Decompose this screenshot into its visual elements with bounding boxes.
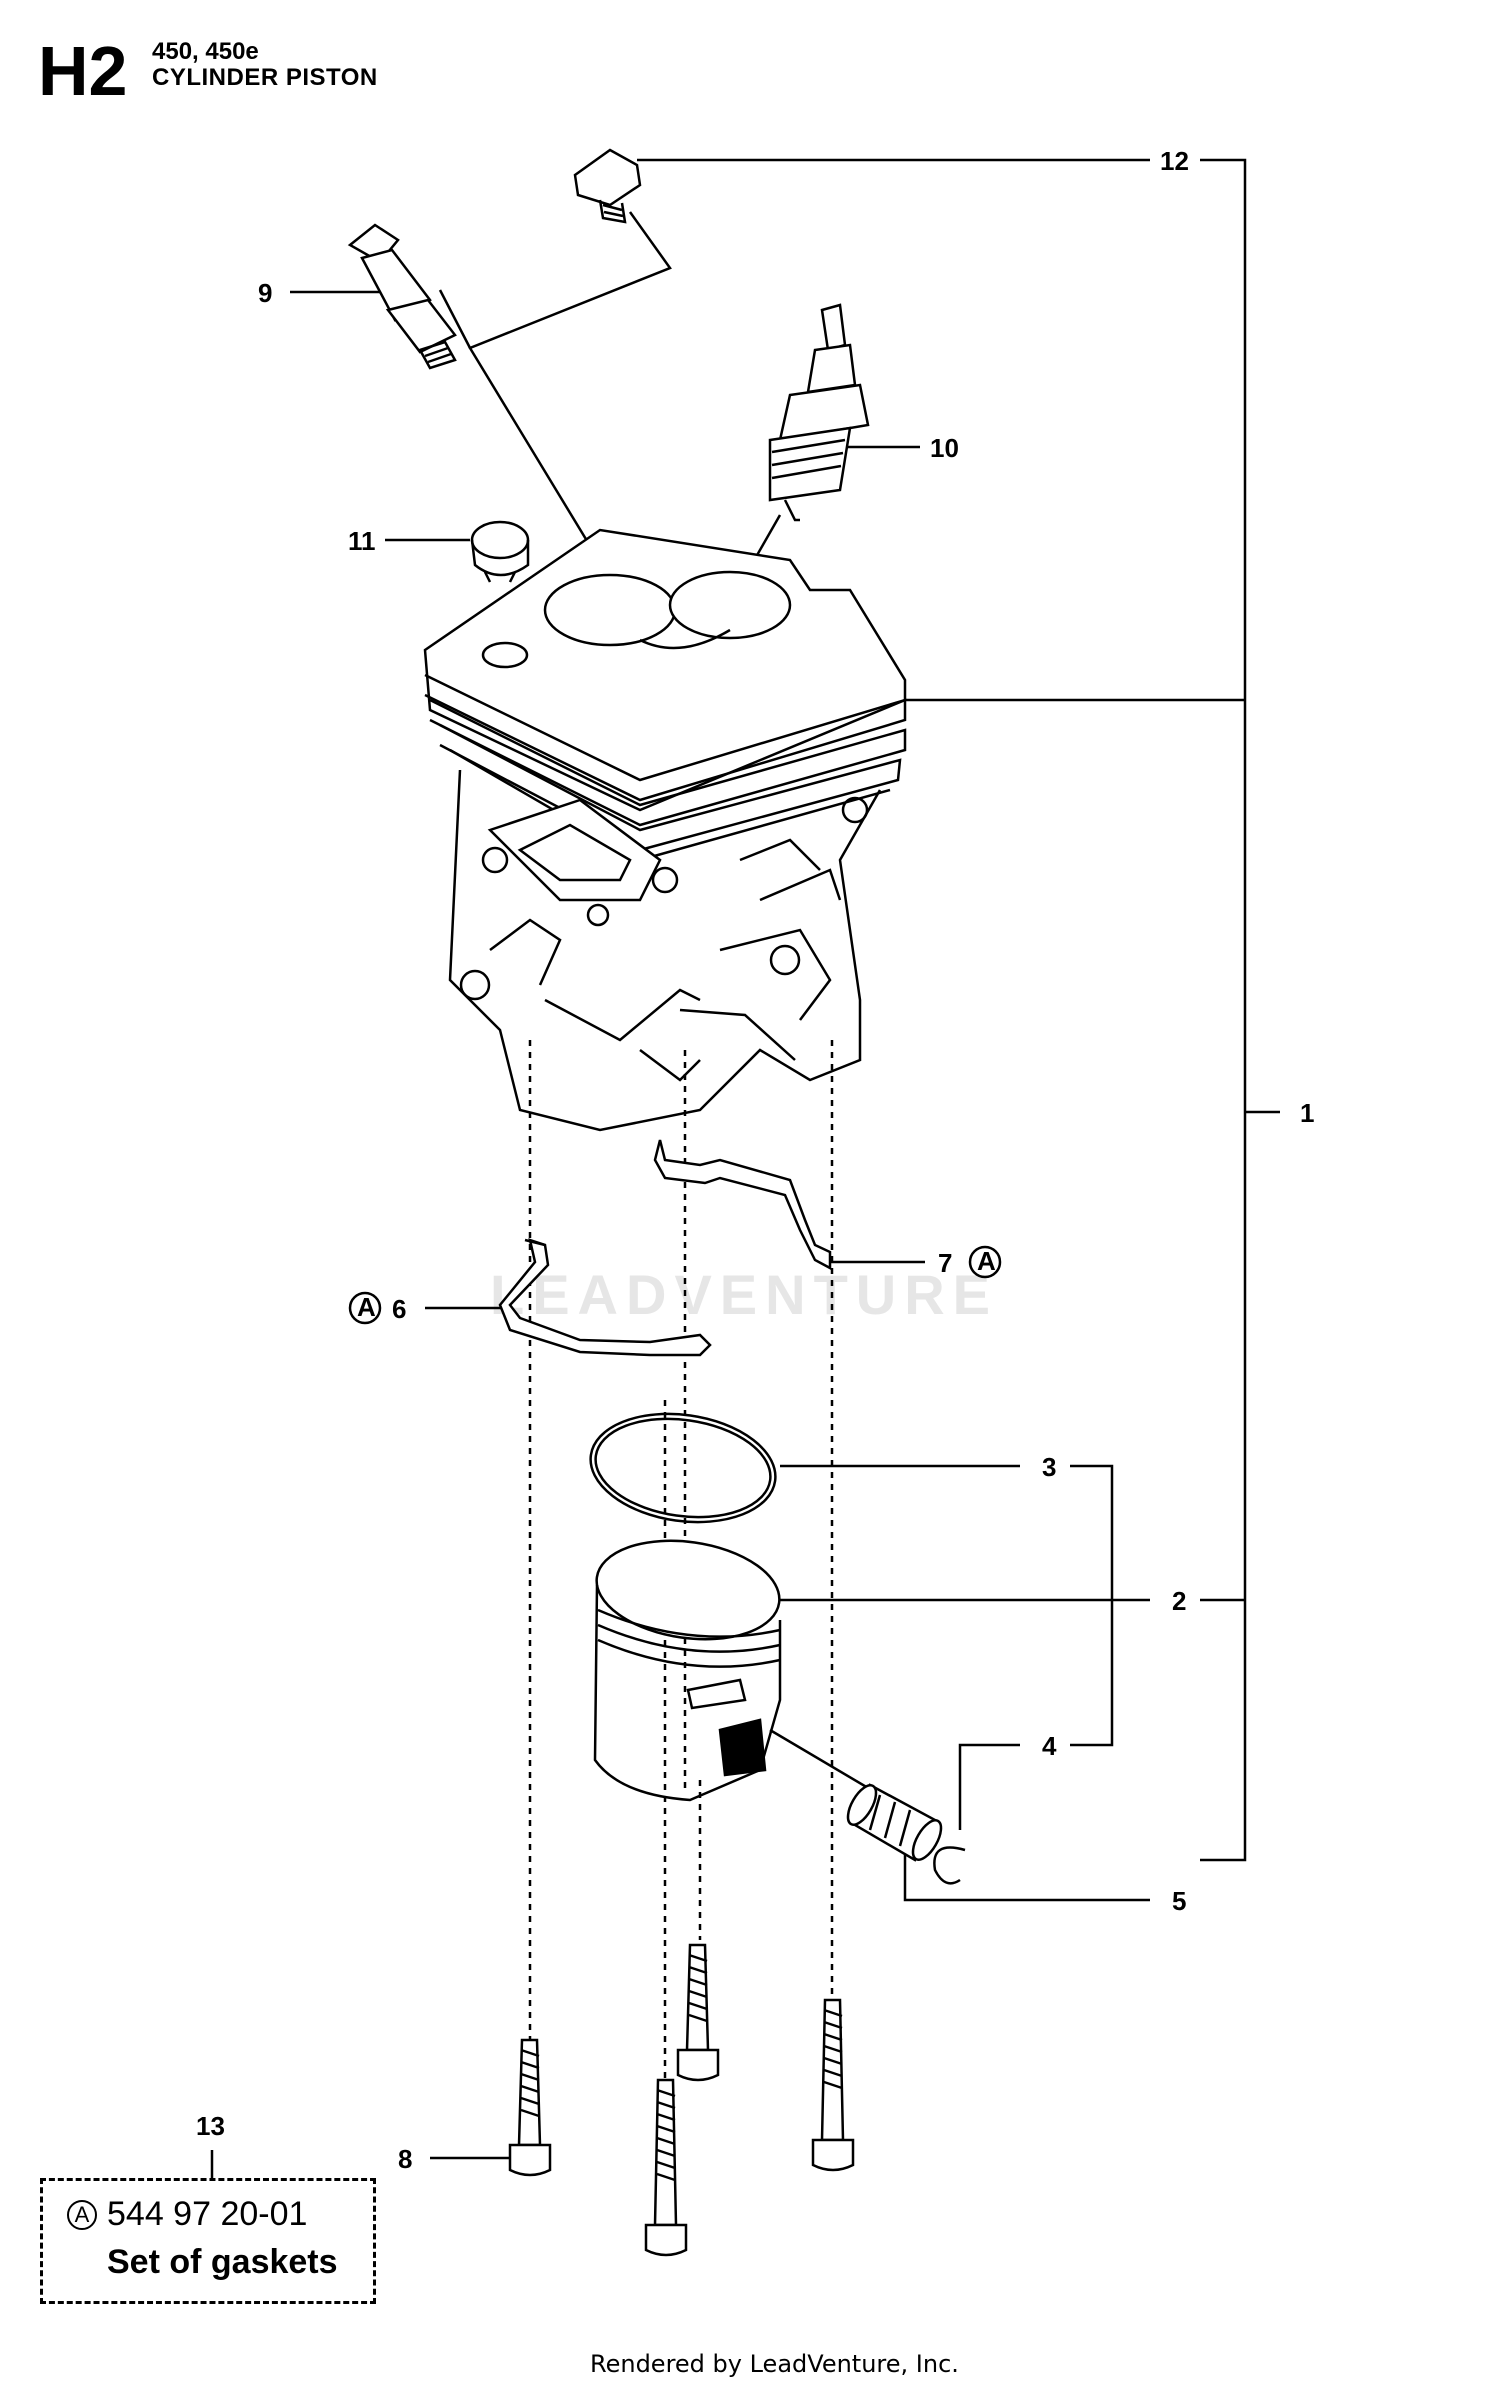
section-code: H2 bbox=[38, 32, 128, 110]
screws-part-8 bbox=[508, 1943, 855, 2257]
callout-7: 7 bbox=[938, 1248, 952, 1278]
diagram-title: CYLINDER PISTON bbox=[152, 64, 378, 91]
callout-10: 10 bbox=[930, 433, 959, 463]
model-numbers: 450, 450e bbox=[152, 38, 259, 65]
screw-1 bbox=[508, 2038, 552, 2177]
callout-4: 4 bbox=[1042, 1731, 1057, 1761]
decompression-valve-part-9 bbox=[347, 223, 457, 370]
footer-credit: Rendered by LeadVenture, Inc. bbox=[590, 2350, 959, 2378]
needle-bearing-part-5 bbox=[846, 1783, 943, 1862]
screw-3 bbox=[811, 1998, 855, 2172]
callout-8: 8 bbox=[398, 2144, 412, 2174]
callout-12: 12 bbox=[1160, 146, 1189, 176]
kit-marker-7: A bbox=[977, 1246, 996, 1276]
callout-13: 13 bbox=[196, 2111, 225, 2141]
plug-part-12 bbox=[573, 148, 642, 224]
spark-plug-part-10 bbox=[768, 303, 870, 522]
kit-part-number: 544 97 20-01 bbox=[107, 2195, 308, 2233]
gasket-kit-box: A 544 97 20-01 Set of gaskets bbox=[40, 2178, 376, 2304]
kit-part-number-row: A 544 97 20-01 bbox=[67, 2195, 307, 2234]
kit-marker-circle-6 bbox=[348, 1291, 382, 1325]
callout-9: 9 bbox=[258, 278, 272, 308]
watermark: LEADVENTURE bbox=[490, 1263, 999, 1326]
callout-11: 11 bbox=[348, 526, 376, 556]
kit-label: Set of gaskets bbox=[107, 2243, 338, 2281]
piston-ring-part-3 bbox=[589, 1412, 777, 1524]
cap-part-11 bbox=[470, 520, 530, 583]
callout-2: 2 bbox=[1172, 1586, 1186, 1616]
gasket-part-7 bbox=[653, 1139, 832, 1271]
gasket-part-6 bbox=[498, 1238, 712, 1357]
piston-part-2 bbox=[593, 1539, 782, 1802]
screw-2 bbox=[676, 1943, 720, 2082]
circlip-part-4 bbox=[933, 1846, 966, 1885]
kit-marker-badge: A bbox=[67, 2199, 97, 2230]
callout-3: 3 bbox=[1042, 1452, 1056, 1482]
callout-6: 6 bbox=[392, 1294, 406, 1324]
cylinder-part-1 bbox=[423, 528, 907, 1132]
screw-4 bbox=[644, 2078, 688, 2257]
kit-marker-6: A bbox=[357, 1292, 376, 1322]
callout-1: 1 bbox=[1300, 1098, 1314, 1128]
kit-marker-circle-7 bbox=[968, 1245, 1002, 1279]
callout-5: 5 bbox=[1172, 1886, 1186, 1916]
